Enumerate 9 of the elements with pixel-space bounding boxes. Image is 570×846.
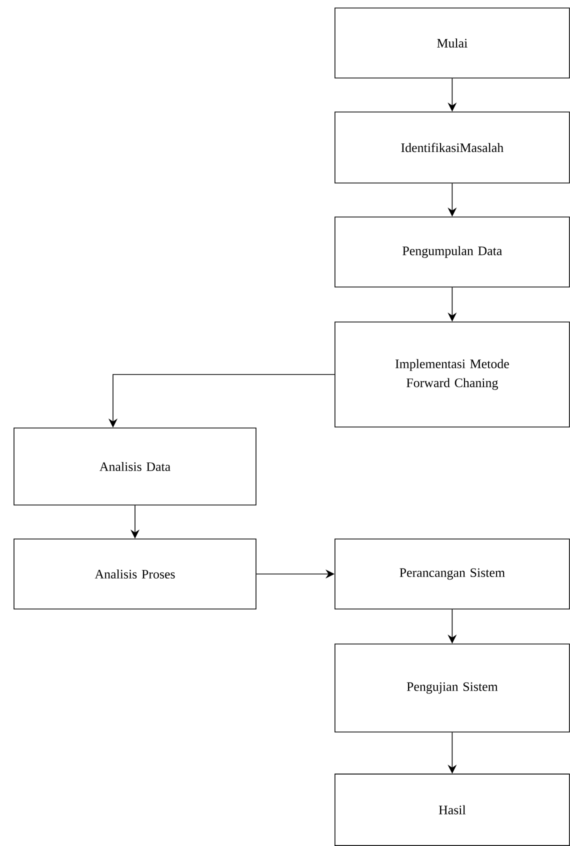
process-box: Pengumpulan Data <box>334 216 570 288</box>
process-box: Implementasi Metode Forward Chaning <box>334 322 570 428</box>
process-box: Analisis Proses <box>14 538 256 610</box>
process-box: Analisis Data <box>14 428 256 506</box>
process-box: Mulai <box>334 8 570 78</box>
process-box: Hasil <box>334 774 570 846</box>
process-box: IdentifikasiMasalah <box>334 112 570 184</box>
process-box: Pengujian Sistem <box>334 644 570 732</box>
process-box: Perancangan Sistem <box>334 538 570 610</box>
